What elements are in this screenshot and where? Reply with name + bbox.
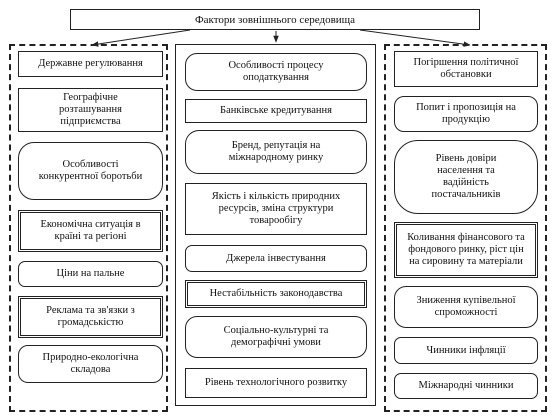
center-factor-bank-lending: Банківське кредитування xyxy=(185,99,367,123)
arrow-to-right-column xyxy=(359,29,471,47)
right-factor-inflation: Чинники інфляції xyxy=(394,337,538,364)
left-factor-natural-ecological: Природно-екологічна складова xyxy=(18,345,163,383)
left-factor-state-regulation: Державне регулювання xyxy=(18,51,163,77)
left-column-frame xyxy=(9,44,168,412)
center-factor-taxation: Особливості процесу оподаткування xyxy=(185,53,367,91)
center-factor-tech-development: Рівень технологічного розвитку xyxy=(185,368,367,398)
right-column-frame xyxy=(384,44,547,412)
arrow-to-left-column xyxy=(91,29,191,47)
center-factor-legislation-instability: Нестабільність законодавства xyxy=(185,280,367,308)
left-factor-competition: Особливості конкурентної боротьби xyxy=(18,142,163,200)
center-factor-natural-resources: Якість і кількість природних ресурсів, з… xyxy=(185,183,367,235)
center-factor-investment-sources: Джерела інвестування xyxy=(185,245,367,272)
right-factor-financial-market: Коливання фінансового та фондового ринку… xyxy=(394,222,538,278)
center-factor-sociocultural: Соціально-культурні та демографічні умов… xyxy=(185,316,367,358)
left-factor-economic-situation: Економічна ситуація в країні та регіоні xyxy=(18,210,163,252)
center-factor-brand-reputation: Бренд, репутація на міжнародному ринку xyxy=(185,130,367,174)
title-box: Фактори зовнішнього середовища xyxy=(70,9,480,30)
left-factor-geographic-location: Географічне розташування підприємства xyxy=(18,88,163,132)
right-factor-purchasing-power: Зниження купівельної спроможності xyxy=(394,286,538,328)
right-factor-supply-demand: Попит і пропозиція на продукцію xyxy=(394,96,538,132)
right-factor-international: Міжнародні чинники xyxy=(394,373,538,399)
left-factor-fuel-prices: Ціни на пальне xyxy=(18,261,163,287)
center-column-frame xyxy=(175,44,376,406)
right-factor-trust-reliability: Рівень довіри населення та вадійність по… xyxy=(394,140,538,214)
right-factor-political-situation: Погіршення політичної обстановки xyxy=(394,51,538,87)
left-factor-advertising-pr: Реклама та зв'язки з громадськістю xyxy=(18,296,163,338)
